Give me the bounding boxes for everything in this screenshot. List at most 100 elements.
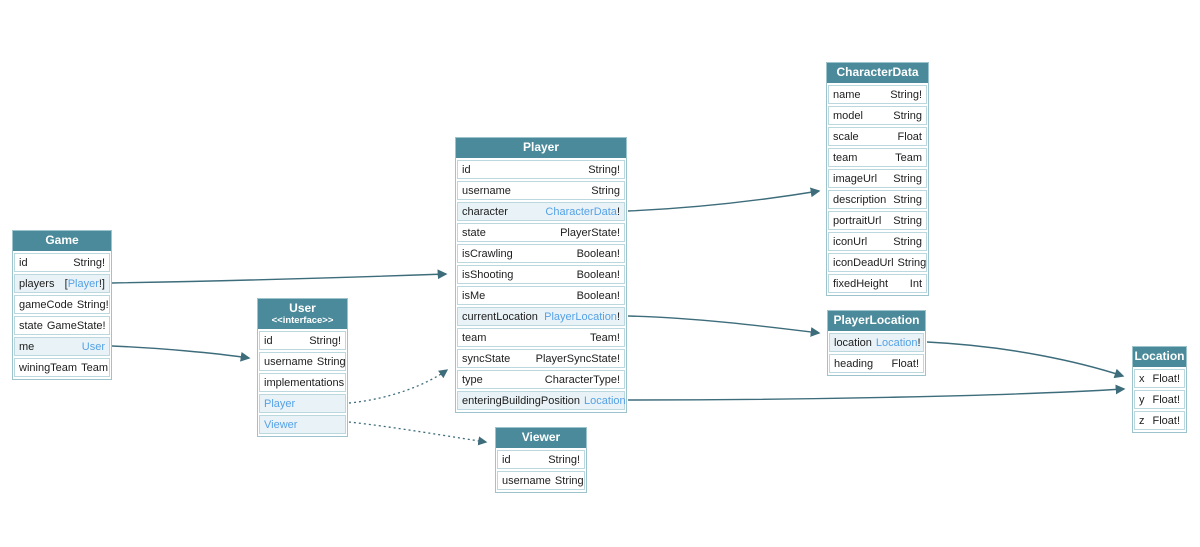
field-name: imageUrl xyxy=(833,172,878,185)
edge-player-enteringbuildingposition-to-location xyxy=(627,384,1126,401)
game-row-me[interactable]: me User xyxy=(14,337,110,356)
field-name: currentLocation xyxy=(462,310,538,323)
type-link-characterdata[interactable]: CharacterData xyxy=(545,205,617,218)
field-name: isCrawling xyxy=(462,247,513,260)
game-row-players[interactable]: players [Player!] xyxy=(14,274,110,293)
implementation-link-player[interactable]: Player xyxy=(264,397,296,410)
table-header-user[interactable]: User<<interface>> xyxy=(258,299,347,329)
user-row-implementations-label: implementations xyxy=(259,373,346,392)
field-name: name xyxy=(833,88,861,101)
field-name: state xyxy=(19,319,43,332)
field-type: Boolean! xyxy=(576,289,620,302)
table-header-location[interactable]: Location xyxy=(1133,347,1186,367)
field-type: PlayerLocation! xyxy=(544,310,620,323)
edge-game-me-to-user xyxy=(111,345,251,362)
field-name: team xyxy=(462,331,487,344)
table-title: Game xyxy=(45,233,79,247)
edge-player-currentlocation-to-playerlocation xyxy=(627,315,821,337)
field-type: Team xyxy=(81,361,108,374)
field-name: team xyxy=(833,151,858,164)
type-link-playerlocation[interactable]: PlayerLocation xyxy=(544,310,617,323)
player-row-currentlocation[interactable]: currentLocation PlayerLocation! xyxy=(457,307,625,326)
table-header-game[interactable]: Game xyxy=(13,231,111,251)
field-name: fixedHeight xyxy=(833,277,889,290)
field-type: Float xyxy=(897,130,922,143)
field-type: String! xyxy=(588,163,620,176)
characterdata-row-scale[interactable]: scale Float xyxy=(828,127,927,146)
field-name: me xyxy=(19,340,35,353)
field-name: scale xyxy=(833,130,859,143)
field-name: username xyxy=(264,355,313,368)
table-title: Viewer xyxy=(521,430,561,444)
implementation-link-viewer[interactable]: Viewer xyxy=(264,418,298,431)
field-type: [Player!] xyxy=(64,277,105,290)
field-name: location xyxy=(834,336,872,349)
field-name: iconUrl xyxy=(833,235,868,248)
field-name: players xyxy=(19,277,55,290)
type-link-location[interactable]: Location xyxy=(584,394,626,407)
table-header-viewer[interactable]: Viewer xyxy=(496,428,586,448)
user-row-implementation-player[interactable]: Player xyxy=(259,394,346,413)
field-name: syncState xyxy=(462,352,511,365)
table-header-characterdata[interactable]: CharacterData xyxy=(827,63,928,83)
type-link-player[interactable]: Player xyxy=(67,277,99,290)
field-type: String xyxy=(893,214,922,227)
table-header-player[interactable]: Player xyxy=(456,138,626,158)
user-row-implementation-viewer[interactable]: Viewer xyxy=(259,415,346,434)
field-type: String xyxy=(316,355,346,368)
field-name: heading xyxy=(834,357,874,370)
field-name: y xyxy=(1139,393,1145,406)
field-type: String! xyxy=(73,256,105,269)
table-title: PlayerLocation xyxy=(833,313,920,327)
type-link-user[interactable]: User xyxy=(81,340,105,353)
type-link-location[interactable]: Location xyxy=(875,336,918,349)
table-header-playerlocation[interactable]: PlayerLocation xyxy=(828,311,925,331)
player-row-isme[interactable]: isMe Boolean! xyxy=(457,286,625,305)
field-name: isMe xyxy=(462,289,486,302)
field-type: Location xyxy=(584,395,626,407)
field-type: String xyxy=(893,193,922,206)
